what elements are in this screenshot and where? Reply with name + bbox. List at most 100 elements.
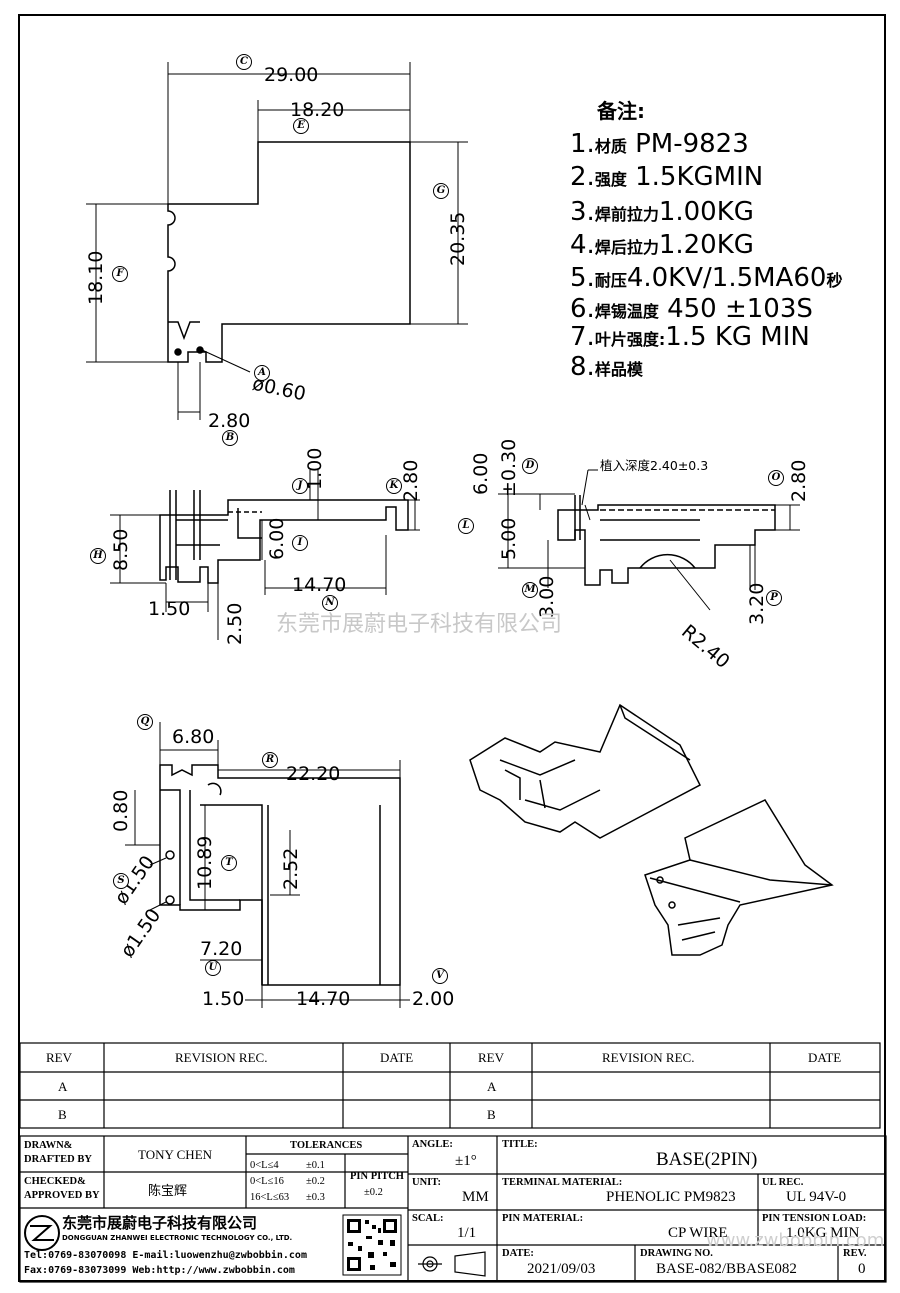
marker-r: R [262,752,278,768]
marker-a: A [254,365,270,381]
front-view [159,490,409,584]
tol1-value: ±0.1 [306,1160,325,1171]
marker-p: P [766,590,782,606]
dim-0-30: ±0.30 [498,438,520,497]
pin-pitch-label: PIN PITCH [350,1171,404,1182]
date-value: 2021/09/03 [527,1261,596,1277]
company-name-en: DONGGUAN ZHANWEI ELECTRONIC TECHNOLOGY C… [62,1234,293,1242]
marker-o: O [768,470,784,486]
tol3-range: 16<L≤63 [250,1192,290,1203]
projection-symbol [418,1251,486,1277]
dim-1-50a: 1.50 [148,598,191,620]
drawn-value: TONY CHEN [138,1147,213,1162]
pin-material-label: PIN MATERIAL: [502,1213,584,1224]
top-view-dims [86,62,468,420]
dim-14-70b: 14.70 [296,988,351,1010]
marker-v: V [432,968,448,984]
angle-value: ±1° [455,1153,477,1169]
dim-0-80: 0.80 [110,789,132,832]
ul-label: UL REC. [762,1177,804,1188]
side-view-dims [498,469,800,611]
marker-k: K [386,478,402,494]
marker-c: C [236,54,252,70]
terminal-material-label: TERMINAL MATERIAL: [502,1177,623,1188]
company-name-cn: 东莞市展蔚电子科技有限公司 [62,1214,258,1232]
date-header-2: DATE [808,1050,842,1065]
date-label: DATE: [502,1248,534,1259]
note-8: 8.样品模 [570,352,643,382]
dim-2-80a: 2.80 [208,410,251,432]
title-label: TITLE: [502,1139,538,1150]
company-fax: Fax:0769-83073099 Web:http://www.zwbobbi… [24,1265,295,1276]
marker-s: S [113,873,129,889]
dim-6-80: 6.80 [172,726,215,748]
dim-1-50d: 1.50 [202,988,245,1010]
dim-18-10: 18.10 [85,250,107,305]
date-header-1: DATE [380,1050,414,1065]
dim-8-50: 8.50 [110,528,132,571]
rev-label: REV. [843,1248,867,1259]
dim-1-00: 1.00 [304,447,326,490]
marker-n: N [322,595,338,611]
iso-view-top [469,703,701,839]
marker-e: E [293,118,309,134]
drawn-label-2: DRAFTED BY [24,1154,92,1165]
revision-rec-header-2: REVISION REC. [602,1050,695,1065]
note-2: 2.强度 1.5KGMIN [570,162,764,192]
company-logo [24,1215,60,1251]
tol2-range: 0<L≤16 [250,1176,284,1187]
checked-value: 陈宝辉 [148,1183,188,1198]
notes-title: 备注: [597,99,645,123]
url-watermark: www.zwbobbin.com [706,1230,885,1251]
rev-header-1: REV [46,1050,72,1065]
ul-value: UL 94V-0 [786,1189,847,1205]
note-5: 5.耐压4.0KV/1.5MA60秒 [570,263,843,293]
dim-2-52: 2.52 [280,847,302,890]
unit-label: UNIT: [412,1177,441,1188]
top-view [167,141,411,363]
company-tel: Tel:0769-83070098 E-mail:luowenzhu@zwbob… [24,1250,307,1261]
dim-7-20: 7.20 [200,938,243,960]
marker-q: Q [137,714,153,730]
marker-b: B [222,430,238,446]
dim-29-00: 29.00 [264,64,319,86]
bottom-view-dims [125,722,410,1008]
marker-l: L [458,518,474,534]
rev-row-b-right: B [487,1107,496,1122]
marker-f: F [112,266,128,282]
drawing-no-value: BASE-082/BBASE082 [656,1261,797,1277]
front-view-dims [110,470,420,640]
side-view [557,495,776,586]
marker-t: T [221,855,237,871]
rev-row-b-left: B [58,1107,67,1122]
note-3: 3.焊前拉力1.00KG [570,197,754,227]
drawing-frame [18,14,886,1282]
scale-value: 1/1 [457,1225,477,1241]
title-value: BASE(2PIN) [656,1149,758,1170]
rev-row-a-left: A [58,1079,68,1094]
unit-value: MM [462,1189,489,1205]
dim-2-80b: 2.80 [400,459,422,502]
marker-h: H [90,548,106,564]
rev-row-a-right: A [487,1079,497,1094]
drawing-no-label: DRAWING NO. [640,1248,713,1259]
dim-18-20: 18.20 [290,99,345,121]
marker-i: I [292,535,308,551]
rev-value: 0 [858,1261,866,1277]
note-4: 4.焊后拉力1.20KG [570,230,754,260]
pin-tension-label: PIN TENSION LOAD: [762,1213,867,1224]
title-block-grid [19,1042,887,1283]
dim-14-70a: 14.70 [292,574,347,596]
angle-label: ANGLE: [412,1139,453,1150]
rev-header-2: REV [478,1050,504,1065]
marker-u: U [205,960,221,976]
checked-label-2: APPROVED BY [24,1190,100,1201]
pin-pitch-value: ±0.2 [364,1187,383,1198]
tol1-range: 0<L≤4 [250,1160,279,1171]
dim-5-00: 5.00 [498,517,520,560]
marker-g: G [433,183,449,199]
company-watermark: 东莞市展蔚电子科技有限公司 [276,612,563,637]
insert-depth-note: 植入深度2.40±0.3 [600,458,709,473]
tol2-value: ±0.2 [306,1176,325,1187]
note-7: 7.叶片强度:1.5 KG MIN [570,322,810,352]
